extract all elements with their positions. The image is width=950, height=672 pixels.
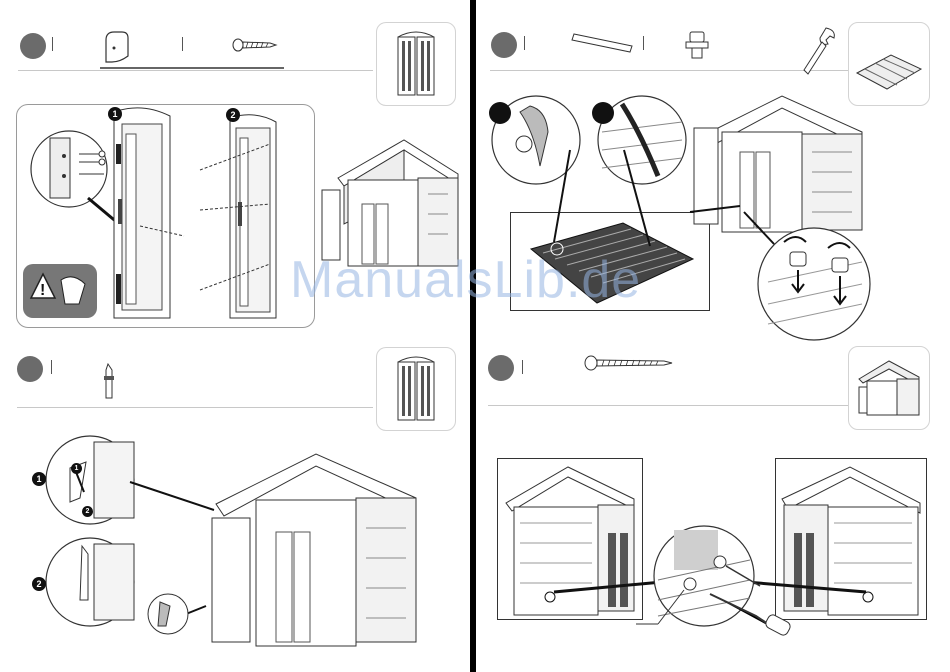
page-divider	[470, 0, 476, 672]
wrench-icon	[798, 24, 838, 76]
detail-marker	[592, 102, 614, 124]
screw-detail-magnifier	[540, 520, 880, 650]
header-rule	[490, 70, 850, 71]
header-separator	[643, 36, 644, 50]
step-callout-1: 1	[32, 472, 46, 486]
latch-part-icon	[102, 362, 116, 402]
shed-illustration-latch	[206, 448, 420, 648]
floor-connector-icon	[684, 30, 712, 60]
long-screw-icon	[584, 355, 674, 371]
latch-small-magnifier	[146, 592, 208, 638]
floor-strip-part-icon	[572, 30, 636, 54]
svg-text:!: !	[40, 282, 45, 299]
warning-gloves-icon: !	[29, 270, 91, 312]
step-number-badge	[491, 32, 517, 58]
step-number-badge	[17, 356, 43, 382]
self-tapping-screw-icon	[232, 38, 278, 52]
header-rule	[17, 407, 373, 408]
inner-callout-1: 1	[71, 463, 82, 474]
inner-callout-2: 2	[82, 506, 93, 517]
screw-guides	[140, 140, 280, 300]
step-callout-2: 2	[226, 108, 240, 122]
header-separator	[51, 360, 52, 374]
header-separator	[522, 360, 523, 374]
connector-detail-magnifier	[744, 212, 878, 348]
step-number-badge	[20, 33, 46, 59]
callout-line	[690, 180, 750, 220]
detail-marker	[489, 102, 511, 124]
overview-thumbnail	[376, 22, 456, 106]
header-rule	[488, 405, 848, 406]
double-door-icon	[397, 31, 435, 97]
latch-detail-magnifiers	[40, 432, 140, 636]
double-door-icon	[397, 356, 435, 422]
step-callout-1: 1	[108, 107, 122, 121]
header-separator	[52, 37, 53, 51]
header-separator	[524, 36, 525, 50]
shed-mini-icon	[855, 357, 923, 419]
callout-lines	[540, 150, 660, 260]
floor-panels-icon	[855, 53, 923, 93]
step-number-badge	[488, 355, 514, 381]
watermark-text: ManualsLib.de	[290, 250, 641, 310]
step-callout-2: 2	[32, 577, 46, 591]
overview-thumbnail	[848, 346, 930, 430]
warning-badge: !	[23, 264, 97, 318]
overview-thumbnail	[376, 347, 456, 431]
